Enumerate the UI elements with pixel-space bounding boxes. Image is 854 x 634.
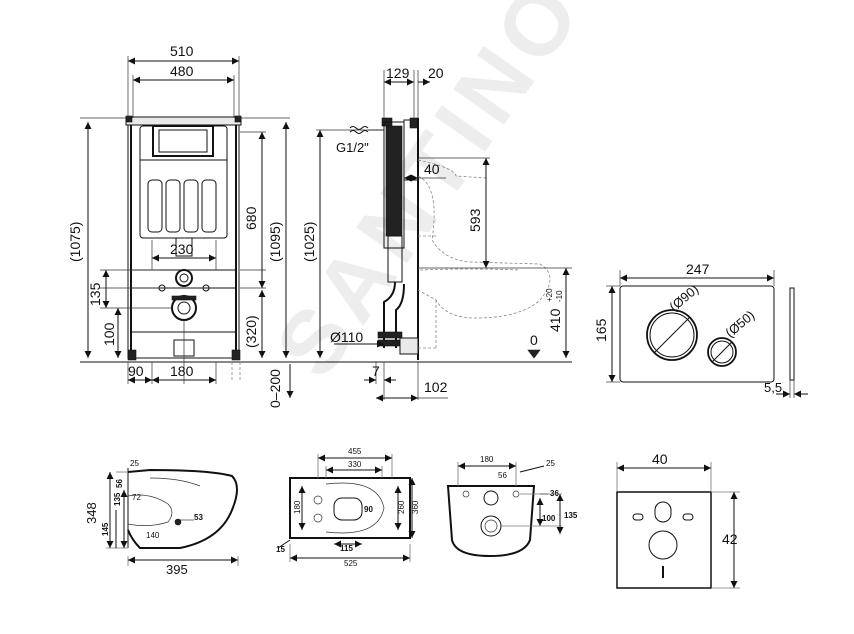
big-flush-button <box>646 309 698 361</box>
bowl-side-view: 348 145 135 56 53 25 72 140 395 <box>84 459 239 577</box>
bowl-top-360: 360 <box>411 500 420 514</box>
frame-front-view: 510 480 (1075) (1095) 680 (320) 230 135 … <box>67 43 572 408</box>
bowl-top-width: 455 <box>348 447 362 456</box>
back-25: 25 <box>546 459 555 468</box>
dim-410: 410 <box>547 308 563 332</box>
dim-410-tol-plus: +20 <box>545 288 554 302</box>
bowl-top-view: 455 330 180 90 260 360 115 15 525 <box>276 447 420 568</box>
bowl-top-length: 525 <box>344 559 358 568</box>
dim-7: 7 <box>372 363 380 379</box>
dim-height-left: (1075) <box>67 222 83 262</box>
bowl-56: 56 <box>115 479 124 488</box>
small-flush-button <box>707 337 737 367</box>
dim-40: 40 <box>424 161 440 177</box>
back-100: 100 <box>542 514 556 523</box>
bowl-top-90: 90 <box>364 505 373 514</box>
floor-zero-label: 0 <box>530 332 538 348</box>
pad-height: 42 <box>722 531 738 547</box>
pad-width: 40 <box>652 451 668 467</box>
bowl-tiny-3: 140 <box>146 531 160 540</box>
dim-0-200: 0–200 <box>267 369 283 408</box>
bowl-135: 135 <box>113 492 122 506</box>
bowl-height: 348 <box>84 502 99 524</box>
small-button-diameter: (Ø50) <box>722 307 757 340</box>
bowl-145: 145 <box>101 522 110 536</box>
inlet-label: G1/2" <box>336 140 369 155</box>
dim-180: 180 <box>170 363 194 379</box>
back-56: 56 <box>498 471 507 480</box>
frame-side-view: G1/2" 129 20 (1025) 40 593 410 +20 -10 Ø… <box>301 65 572 402</box>
dim-129: 129 <box>386 65 410 81</box>
plate-width: 247 <box>686 261 710 277</box>
bowl-top-260: 260 <box>397 500 406 514</box>
dim-100: 100 <box>101 322 117 346</box>
soundproof-pad: 40 42 <box>616 451 740 589</box>
watermark-text: SANTINO <box>257 0 603 395</box>
dim-593: 593 <box>467 208 483 232</box>
dim-20: 20 <box>428 65 444 81</box>
bowl-top-180: 180 <box>293 500 302 514</box>
bowl-back-view: 180 25 56 36 100 135 <box>446 455 578 558</box>
bowl-53: 53 <box>194 513 203 522</box>
back-135: 135 <box>564 511 578 520</box>
bowl-top-inner-width: 330 <box>348 460 362 469</box>
dim-1025: (1025) <box>301 222 317 262</box>
bowl-top-15: 15 <box>276 545 285 554</box>
dim-height-right: (1095) <box>267 222 283 262</box>
plate-height: 165 <box>593 318 609 342</box>
dim-230: 230 <box>170 241 194 257</box>
dim-diam-110: Ø110 <box>330 329 363 345</box>
dim-135: 135 <box>87 282 103 306</box>
dim-320: (320) <box>243 315 259 348</box>
bowl-top-115: 115 <box>340 544 353 553</box>
back-180: 180 <box>480 455 494 464</box>
bowl-tiny-2: 72 <box>132 493 141 502</box>
dim-width-inner: 480 <box>170 63 194 79</box>
bowl-length: 395 <box>166 562 188 577</box>
bowl-tiny-1: 25 <box>130 459 139 468</box>
dim-410-tol-minus: -10 <box>555 290 564 302</box>
plate-thickness: 5,5 <box>764 380 782 395</box>
flush-button-plate: (Ø90) (Ø50) 247 165 5,5 <box>593 261 808 398</box>
dim-90: 90 <box>128 363 144 379</box>
dim-102: 102 <box>424 379 448 395</box>
dim-680: 680 <box>243 206 259 230</box>
dim-width-outer: 510 <box>170 43 194 59</box>
back-36: 36 <box>550 489 559 498</box>
